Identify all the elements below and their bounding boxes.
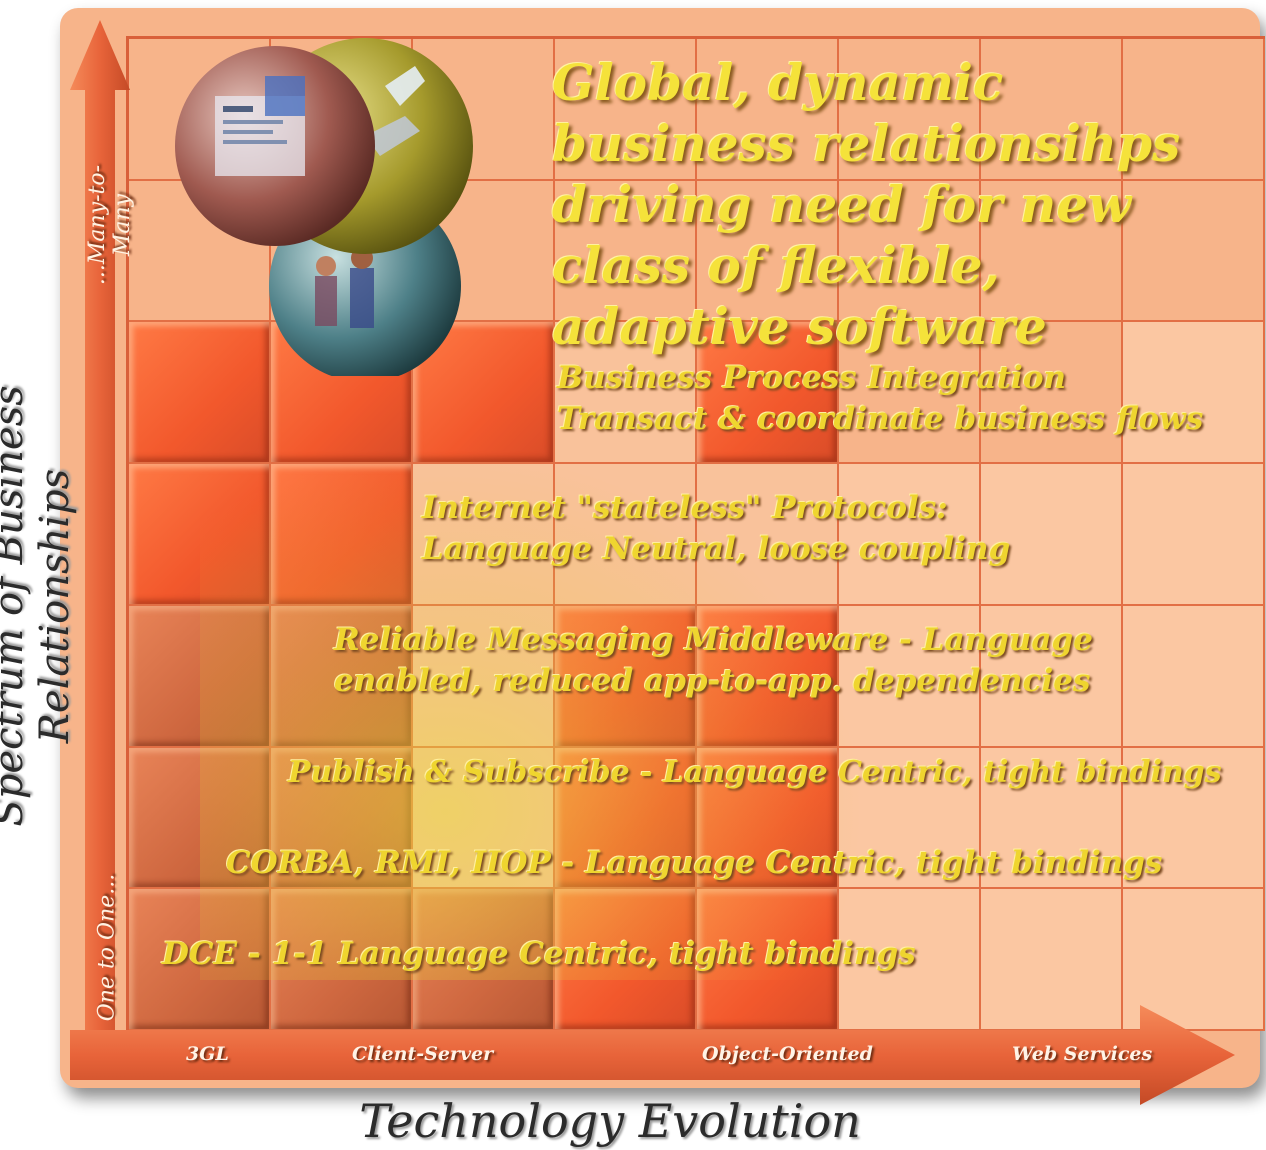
band-corba: CORBA, RMI, IIOP - Language Centric, tig… [226,843,1162,884]
grid-tile [555,180,697,323]
band-line: DCE - 1-1 Language Centric, tight bindin… [162,936,916,972]
y-axis-top-label: ...Many-to-Many [85,164,135,286]
grid-tile [981,464,1123,606]
sphere-screen-icon [175,46,375,246]
grid-tile [1123,605,1265,748]
x-tick-object-oriented: Object-Oriented [702,1043,873,1065]
grid-tile [129,464,271,606]
grid-tile [271,464,413,606]
x-tick-client-server: Client-Server [352,1043,494,1065]
globe-illustration [175,38,473,376]
band-line: enabled, reduced app-to-app. dependencie… [334,663,1091,699]
y-axis-arrow [70,20,130,1060]
grid-tile [129,605,271,748]
grid-tile [1123,180,1265,323]
grid-tile [1123,322,1265,465]
grid-tile [1123,39,1265,181]
band-dce: DCE - 1-1 Language Centric, tight bindin… [162,934,916,975]
grid-tile [697,180,839,323]
band-line: CORBA, RMI, IIOP - Language Centric, tig… [226,845,1163,881]
grid-tile [697,39,839,181]
grid-tile [981,180,1123,323]
grid-tile [981,39,1123,181]
y-axis-bottom-label: One to One... [94,873,120,1022]
band-reliable-messaging: Reliable Messaging Middleware - Language… [334,620,1093,702]
x-tick-3gl: 3GL [186,1043,229,1065]
band-line: Transact & coordinate business flows [557,401,1204,437]
grid-tile [555,39,697,181]
grid-tile [981,322,1123,465]
x-axis-arrow [70,1005,1235,1105]
grid-tile [839,39,981,181]
band-line: Language Neutral, loose coupling [422,531,1011,567]
band-line: Internet "stateless" Protocols: [422,490,948,526]
grid-tile [1123,747,1265,890]
band-publish-subscribe: Publish & Subscribe - Language Centric, … [288,752,1222,793]
band-business-process: Business Process Integration Transact & … [557,358,1203,440]
grid-tile [981,747,1123,890]
grid-tile [981,889,1123,1031]
grid-tile [1123,464,1265,606]
band-line: Reliable Messaging Middleware - Language [334,622,1093,658]
band-internet-protocols: Internet "stateless" Protocols: Language… [422,488,1010,570]
grid-tile [839,180,981,323]
headline-text: Global, dynamic business relationsihps d… [552,53,1181,356]
x-tick-web-services: Web Services [1012,1043,1153,1065]
band-line: Publish & Subscribe - Language Centric, … [288,755,1222,790]
band-line: Business Process Integration [557,360,1067,396]
grid-tile [981,605,1123,748]
y-axis-title: Spectrum of Business Relationships [0,385,78,827]
x-axis-title: Technology Evolution [359,1094,861,1148]
grid-tile [1123,889,1265,1031]
